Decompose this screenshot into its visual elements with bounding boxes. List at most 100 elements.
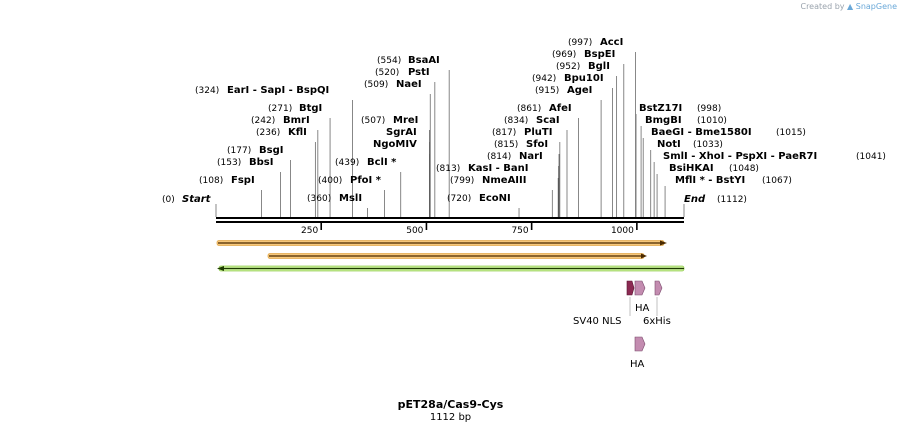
site-label-bspei[interactable]: BspEI <box>584 49 615 60</box>
site-label-bmri[interactable]: BmrI <box>283 115 310 126</box>
site-pos-bgli: (952) <box>556 62 580 72</box>
site-pos-noti: (1033) <box>693 140 723 150</box>
site-pos-smli: (1041) <box>856 152 886 162</box>
site-pos-baegi: (1015) <box>776 128 806 138</box>
site-pos-bmri: (242) <box>251 116 275 126</box>
site-pos-bcli: (439) <box>335 158 359 168</box>
site-pos-naei: (509) <box>364 80 388 90</box>
site-pos-btgi: (271) <box>268 104 292 114</box>
site-pos-agei: (915) <box>535 86 559 96</box>
site-label-noti[interactable]: NotI <box>657 139 681 150</box>
site-label-baegi[interactable]: BaeGI - Bme1580I <box>651 127 752 138</box>
site-label-eari[interactable]: EarI - SapI - BspQI <box>227 85 329 96</box>
site-pos-mrei: (507) <box>361 116 385 126</box>
site-pos-nari: (814) <box>487 152 511 162</box>
tick-label-250: 250 <box>301 226 318 236</box>
site-pos-bpu10i: (942) <box>532 74 556 84</box>
site-label-mrei[interactable]: MreI <box>393 115 418 126</box>
site-label-bbsi[interactable]: BbsI <box>249 157 273 168</box>
brand-name: ▲ SnapGene <box>847 2 897 11</box>
site-label-econi[interactable]: EcoNI <box>479 193 511 204</box>
site-pos-psti: (520) <box>375 68 399 78</box>
site-pos-pluti: (817) <box>492 128 516 138</box>
site-label-sgrai[interactable]: SgrAI <box>386 127 417 138</box>
site-pos-kfli: (236) <box>256 128 280 138</box>
site-label-bsaai[interactable]: BsaAI <box>408 55 440 66</box>
construct-length: 1112 bp <box>429 412 472 423</box>
site-pos-bstz17i: (998) <box>697 104 721 114</box>
site-label-acci[interactable]: AccI <box>600 37 623 48</box>
feature-label-ha-1: HA <box>635 303 650 314</box>
site-label-msli[interactable]: MslI <box>339 193 362 204</box>
start-label: Start <box>182 194 212 205</box>
site-label-scai[interactable]: ScaI <box>536 115 560 126</box>
track-green-reverse[interactable] <box>217 265 685 272</box>
site-pos-sfoi: (815) <box>494 140 518 150</box>
site-label-bpu10i[interactable]: Bpu10I <box>564 73 604 84</box>
site-label-agei[interactable]: AgeI <box>567 85 592 96</box>
site-label-bstz17i[interactable]: BstZ17I <box>639 103 682 114</box>
site-labels: (554) BsaAI (520) PstI (509) NaeI (324) EarI - … <box>195 37 886 204</box>
brand-prefix: Created by <box>800 2 845 11</box>
site-label-kfli[interactable]: KflI <box>288 127 307 138</box>
site-label-ngomiv[interactable]: NgoMIV <box>373 139 417 150</box>
tick-label-500: 500 <box>406 226 423 236</box>
track-orange-forward[interactable] <box>216 240 667 246</box>
site-pos-acci: (997) <box>568 38 592 48</box>
ruler-ticks: 250 500 750 1000 <box>301 223 638 236</box>
feature-ha-1[interactable] <box>634 280 646 296</box>
site-label-smli[interactable]: SmlI - XhoI - PspXI - PaeR7I <box>663 151 817 162</box>
site-label-nari[interactable]: NarI <box>519 151 543 162</box>
brand-watermark: Created by ▲ SnapGene <box>800 2 897 11</box>
site-label-btgi[interactable]: BtgI <box>299 103 322 114</box>
site-pos-eari: (324) <box>195 86 219 96</box>
site-pos-bmgbi: (1010) <box>697 116 727 126</box>
site-pos-bbsi: (153) <box>217 158 241 168</box>
track-orange-forward-2[interactable] <box>267 253 647 259</box>
site-pos-fspi: (108) <box>199 176 223 186</box>
site-label-psti[interactable]: PstI <box>408 67 430 78</box>
feature-label-6xhis: 6xHis <box>643 316 671 327</box>
site-label-bsihkai[interactable]: BsiHKAI <box>669 163 714 174</box>
end-label: End <box>684 194 706 205</box>
site-pos-bsihkai: (1048) <box>729 164 759 174</box>
site-label-bsgi[interactable]: BsgI <box>259 145 283 156</box>
site-label-mfli[interactable]: MflI * - BstYI <box>675 175 745 186</box>
site-label-pfoi[interactable]: PfoI * <box>350 175 382 186</box>
site-label-pluti[interactable]: PluTI <box>524 127 552 138</box>
end-position: (1112) <box>717 195 747 205</box>
feature-sv40-nls[interactable] <box>626 280 635 316</box>
site-label-naei[interactable]: NaeI <box>396 79 422 90</box>
site-pos-bsgi: (177) <box>227 146 251 156</box>
site-label-sfoi[interactable]: SfoI <box>526 139 548 150</box>
site-label-bcli[interactable]: BclI * <box>367 157 397 168</box>
site-label-fspi[interactable]: FspI <box>231 175 255 186</box>
site-pos-bspei: (969) <box>552 50 576 60</box>
site-pos-pfoi: (400) <box>318 176 342 186</box>
site-pos-kasi: (813) <box>436 164 460 174</box>
site-pos-econi: (720) <box>447 194 471 204</box>
site-label-nmeaiii[interactable]: NmeAIII <box>482 175 526 186</box>
start-position: (0) <box>162 195 175 205</box>
tick-label-750: 750 <box>511 226 528 236</box>
site-label-bmgbi[interactable]: BmgBI <box>645 115 682 126</box>
site-pos-mfli: (1067) <box>762 176 792 186</box>
site-label-afei[interactable]: AfeI <box>549 103 572 114</box>
feature-label-ha-2: HA <box>630 359 645 370</box>
site-label-bgli[interactable]: BglI <box>588 61 610 72</box>
feature-ha-2[interactable] <box>634 336 646 352</box>
site-pos-afei: (861) <box>517 104 541 114</box>
site-pos-msli: (360) <box>307 194 331 204</box>
construct-name: pET28a/Cas9-Cys <box>397 398 504 411</box>
backbone-bottom-line <box>216 221 684 223</box>
backbone-top-line <box>216 217 684 219</box>
feature-6xhis[interactable] <box>654 280 663 316</box>
site-pos-scai: (834) <box>504 116 528 126</box>
site-pos-bsaai: (554) <box>377 56 401 66</box>
tick-label-1000: 1000 <box>611 226 634 236</box>
site-pos-nmeaiii: (799) <box>450 176 474 186</box>
site-label-kasi[interactable]: KasI - BanI <box>468 163 529 174</box>
site-lines <box>215 52 685 217</box>
feature-label-sv40-nls: SV40 NLS <box>573 316 622 327</box>
